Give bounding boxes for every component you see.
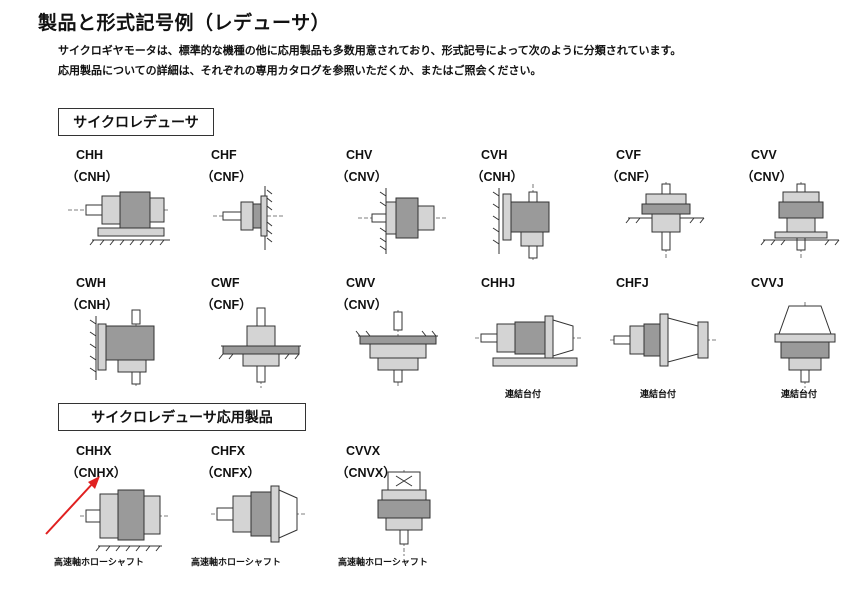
model-sub-code: （CNF） xyxy=(201,170,252,184)
wall-foot-mount-icon xyxy=(89,309,155,388)
model-code: CWH xyxy=(76,276,106,290)
model-code: CHHX xyxy=(76,444,112,458)
product-caption: 高速軸ホローシャフト xyxy=(54,558,144,568)
horizontal-flange-with-base-icon xyxy=(610,313,718,367)
horizontal-flange-mount-icon xyxy=(213,186,283,250)
product-cvvx: CVVX （CNVX） 高速軸ホローシャフト xyxy=(328,444,458,569)
section-label-reducer: サイクロレデューサ xyxy=(58,108,214,136)
product-chhx: CHHX （CNHX） 高速軸ホローシャフト xyxy=(54,444,188,569)
product-caption: 連結台付 xyxy=(505,390,542,400)
product-cvvj: CVVJ 連結台付 xyxy=(733,276,858,401)
model-sub-code: （CNF） xyxy=(201,298,252,312)
product-chf: CHF （CNF） xyxy=(193,148,323,273)
model-sub-code: （CNH） xyxy=(66,170,119,184)
product-cwh: CWH （CNH） xyxy=(58,276,188,401)
intro-line-1: サイクロギヤモータは、標準的な機種の他に応用製品も多数用意されており、形式記号に… xyxy=(58,44,682,57)
vertical-wall-foot-icon xyxy=(492,184,550,260)
product-chhj: CHHJ 連結台付 xyxy=(463,276,593,401)
model-code: CVV xyxy=(751,148,777,162)
model-sub-code: （CNH） xyxy=(471,170,524,184)
model-sub-code: （CNVX） xyxy=(336,466,396,480)
model-code: CVVJ xyxy=(751,276,784,290)
model-code: CHF xyxy=(211,148,237,162)
model-code: CHV xyxy=(346,148,373,162)
inverted-vertical-icon xyxy=(355,310,438,388)
product-chfx: CHFX （CNFX） 高速軸ホローシャフト xyxy=(191,444,323,569)
model-sub-code: （CNV） xyxy=(741,170,793,184)
product-cvv: CVV （CNV） xyxy=(733,148,858,273)
vertical-flange-mount-icon xyxy=(625,182,705,260)
product-caption: 高速軸ホローシャフト xyxy=(191,558,281,568)
model-code: CHHJ xyxy=(481,276,516,290)
hollow-shaft-flange-icon xyxy=(211,485,305,543)
model-code: CHFX xyxy=(211,444,246,458)
product-caption: 連結台付 xyxy=(640,390,677,400)
horizontal-foot-with-base-icon xyxy=(475,315,583,367)
page-title: 製品と形式記号例（レデューサ） xyxy=(38,12,331,34)
product-cvh: CVH （CNH） xyxy=(463,148,593,273)
model-sub-code: （CNV） xyxy=(336,298,388,312)
vertical-foot-mount-icon xyxy=(760,182,840,260)
model-code: CHH xyxy=(76,148,104,162)
product-cvf: CVF （CNF） xyxy=(598,148,728,273)
hollow-shaft-vertical-icon xyxy=(377,470,431,556)
product-cwf: CWF （CNF） xyxy=(193,276,323,401)
model-code: CWF xyxy=(211,276,240,290)
product-cwv: CWV （CNV） xyxy=(328,276,458,401)
product-chh: CHH （CNH） xyxy=(58,148,188,273)
product-caption: 連結台付 xyxy=(781,390,818,400)
model-code: CVH xyxy=(481,148,508,162)
product-caption: 高速軸ホローシャフト xyxy=(338,558,428,568)
model-code: CVVX xyxy=(346,444,381,458)
vertical-wall-flange-icon xyxy=(358,188,448,254)
wall-flange-mount-icon xyxy=(218,307,301,388)
model-code: CVF xyxy=(616,148,641,162)
product-chv: CHV （CNV） xyxy=(328,148,458,273)
model-sub-code: （CNV） xyxy=(336,170,388,184)
horizontal-foot-mount-icon xyxy=(68,191,170,246)
model-sub-code: （CNH） xyxy=(66,298,119,312)
model-sub-code: （CNF） xyxy=(606,170,657,184)
hollow-shaft-foot-icon xyxy=(80,489,170,552)
section-label-applied: サイクロレデューサ応用製品 xyxy=(58,403,306,431)
vertical-with-base-icon xyxy=(774,302,836,388)
red-arrow-icon xyxy=(45,476,100,535)
product-chfj: CHFJ 連結台付 xyxy=(598,276,728,401)
model-code: CHFJ xyxy=(616,276,649,290)
model-sub-code: （CNHX） xyxy=(66,466,127,480)
model-sub-code: （CNFX） xyxy=(201,466,261,480)
model-code: CWV xyxy=(346,276,376,290)
intro-line-2: 応用製品についての詳細は、それぞれの専用カタログを参照いただくか、またはご照会く… xyxy=(58,64,542,77)
